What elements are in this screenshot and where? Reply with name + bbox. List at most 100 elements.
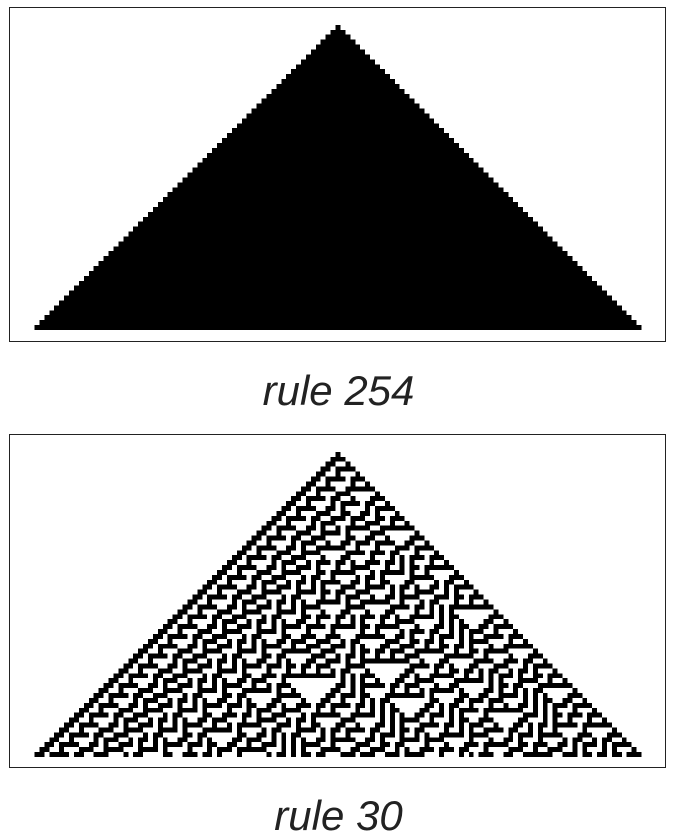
ca-row <box>266 520 410 526</box>
ca-row <box>64 722 612 728</box>
ca-row <box>251 108 425 114</box>
ca-row <box>49 737 627 743</box>
ca-row <box>83 702 593 708</box>
ca-row <box>325 461 351 467</box>
ca-row <box>305 54 371 60</box>
ca-row <box>39 747 637 753</box>
ca-row <box>286 501 390 507</box>
ca-row <box>138 221 538 227</box>
ca-row <box>241 545 435 551</box>
ca-row <box>143 643 533 649</box>
ca-row <box>192 594 484 600</box>
ca-row <box>320 39 356 45</box>
ca-row <box>187 599 489 605</box>
ca-row <box>123 663 553 669</box>
ca-row <box>103 683 573 689</box>
ca-row <box>113 673 563 679</box>
ca-row <box>217 142 459 148</box>
ca-row <box>152 633 524 639</box>
ca-row <box>128 231 548 237</box>
ca-row <box>143 216 533 222</box>
ca-row <box>241 118 435 124</box>
ca-row <box>88 697 588 703</box>
ca-row <box>113 246 563 252</box>
ca-row <box>108 251 568 257</box>
ca-row <box>276 510 400 516</box>
ca-row <box>271 88 405 94</box>
ca-row <box>256 103 420 109</box>
ca-row <box>148 638 528 644</box>
ca-row <box>261 525 415 531</box>
ca-row <box>315 44 361 50</box>
ca-row <box>34 752 642 757</box>
ca-row <box>78 280 598 286</box>
ca-row <box>315 471 361 477</box>
ca-row <box>34 325 642 330</box>
ca-row <box>162 197 514 203</box>
ca-row <box>202 157 474 163</box>
ca-row <box>157 629 519 634</box>
ca-row <box>83 275 593 281</box>
ca-row <box>226 560 450 566</box>
ca-row <box>330 29 346 35</box>
ca-row <box>246 540 430 546</box>
ca-row <box>44 742 632 748</box>
ca-row <box>266 93 410 99</box>
ca-row <box>49 310 627 316</box>
ca-row <box>222 565 454 570</box>
ca-row <box>93 692 583 698</box>
ca-row <box>123 236 553 242</box>
ca-row <box>172 614 504 620</box>
ca-row <box>246 113 430 119</box>
ca-row <box>167 192 509 198</box>
ca-row <box>281 79 395 84</box>
ca-row <box>172 187 504 193</box>
ca-row <box>182 177 494 183</box>
ca-row <box>59 300 617 306</box>
ca-row <box>54 732 622 738</box>
ca-row <box>133 653 543 659</box>
rule-30-caption: rule 30 <box>274 792 403 839</box>
ca-row <box>197 589 479 595</box>
ca-row <box>98 688 578 693</box>
ca-row <box>226 133 450 139</box>
ca-row <box>207 152 469 158</box>
ca-row <box>152 206 524 212</box>
ca-row <box>44 315 632 321</box>
ca-row <box>286 74 390 80</box>
ca-row <box>64 295 612 301</box>
ca-row <box>300 59 376 65</box>
ca-row <box>128 658 548 664</box>
ca-row <box>177 609 499 615</box>
ca-row <box>69 717 607 723</box>
ca-row <box>335 451 341 457</box>
ca-row <box>310 49 366 55</box>
ca-row <box>118 668 558 674</box>
ca-row <box>148 211 528 217</box>
rule-30-diagram <box>9 434 666 768</box>
ca-row <box>212 147 464 153</box>
ca-row <box>39 320 637 326</box>
ca-row <box>231 128 445 134</box>
ca-row <box>261 98 415 104</box>
ca-row <box>157 202 519 207</box>
ca-row <box>296 491 380 497</box>
ca-row <box>236 550 440 556</box>
ca-row <box>325 34 351 40</box>
ca-row <box>73 285 603 291</box>
ca-row <box>118 241 558 247</box>
ca-row <box>305 481 371 487</box>
ca-row <box>231 555 445 561</box>
ca-row <box>212 574 464 580</box>
ca-row <box>54 305 622 311</box>
ca-row <box>207 579 469 585</box>
ca-row <box>202 584 474 590</box>
ca-row <box>73 712 603 718</box>
ca-row <box>177 182 499 188</box>
ca-row <box>281 506 395 511</box>
ca-row <box>103 256 573 262</box>
ca-row <box>98 261 578 267</box>
ca-row <box>78 707 598 713</box>
ca-row <box>271 515 405 521</box>
ca-row <box>108 678 568 684</box>
